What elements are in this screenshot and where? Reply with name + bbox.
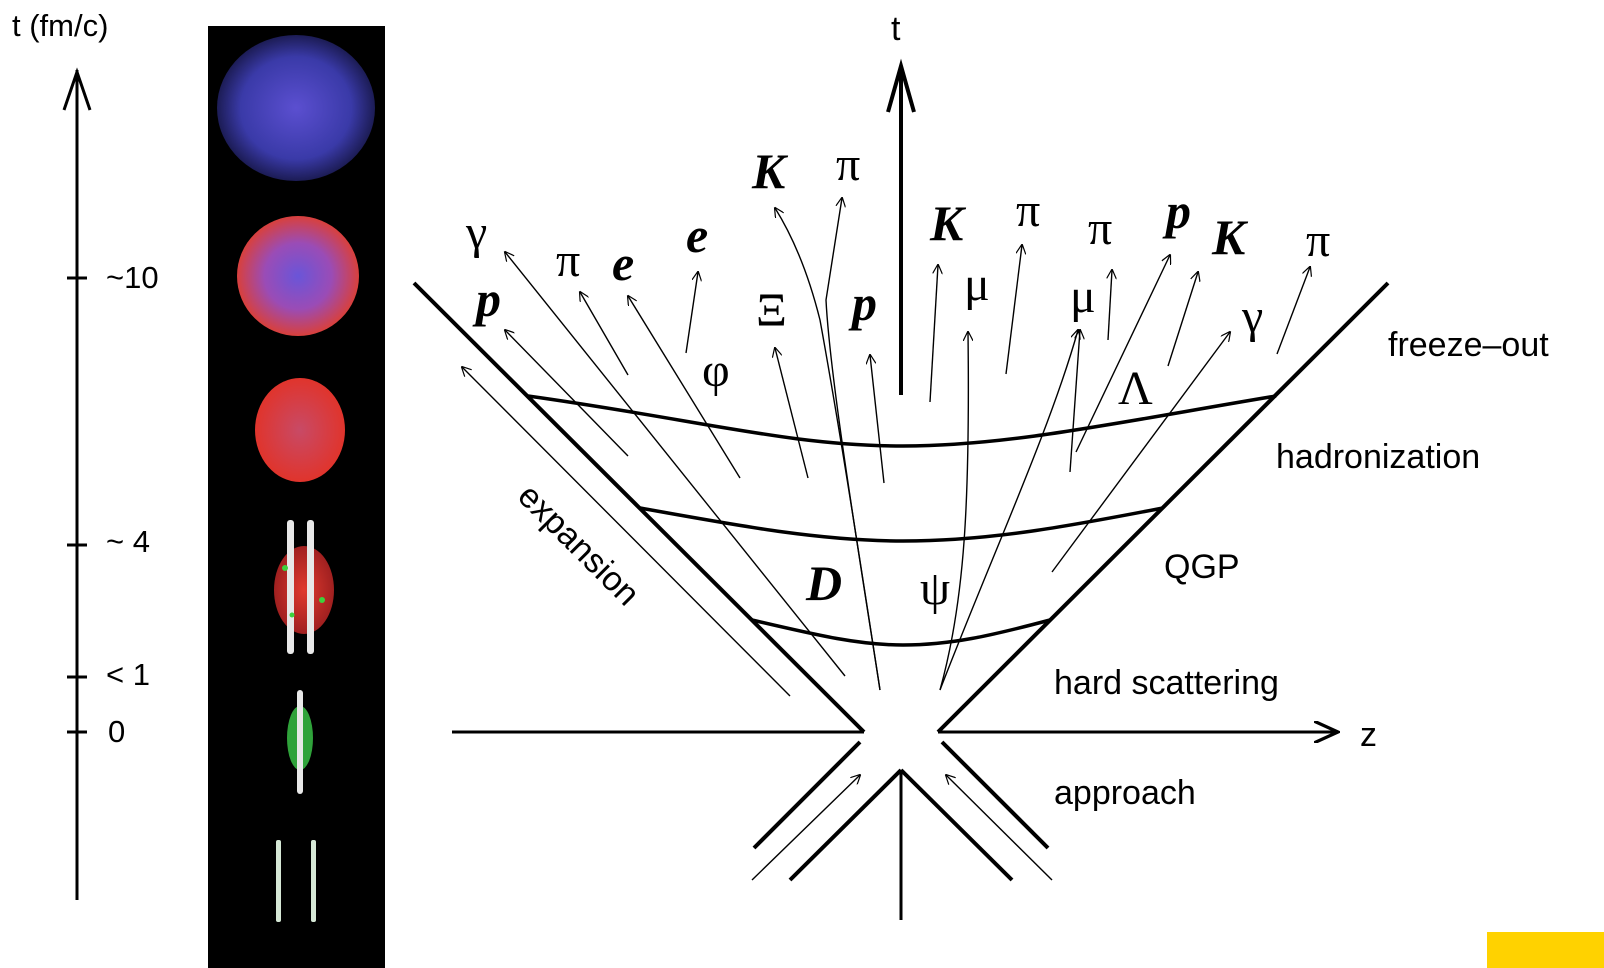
t-axis: t bbox=[888, 10, 914, 920]
time-tick-label-1: < 1 bbox=[106, 657, 150, 692]
particle-phi: φ bbox=[702, 344, 730, 397]
particle-pi-right: π bbox=[1088, 202, 1112, 255]
particle-gamma-right: γ bbox=[1241, 290, 1263, 343]
hard-scattering-label: hard scattering bbox=[1054, 664, 1279, 702]
time-tick-label-0: 0 bbox=[108, 714, 125, 749]
particle-psi: ψ bbox=[920, 562, 950, 615]
stage-labels: freeze–out hadronization QGP hard scatte… bbox=[510, 326, 1549, 812]
snapshot-hadron-gas bbox=[237, 216, 359, 336]
particle-K-center: K bbox=[929, 195, 967, 251]
time-tick-label-4: ~ 4 bbox=[106, 524, 150, 559]
t-axis-label: t bbox=[891, 10, 901, 48]
z-axis: z bbox=[452, 716, 1377, 754]
particle-mu-right: μ bbox=[1070, 270, 1096, 323]
time-axis-title: t (fm/c) bbox=[12, 8, 108, 43]
particle-e-mid: e bbox=[686, 207, 708, 263]
particle-pi-top: π bbox=[836, 138, 860, 191]
particle-p-mid: p bbox=[848, 275, 877, 331]
stage-boundaries bbox=[528, 396, 1276, 645]
snapshot-freeze-out bbox=[217, 35, 375, 181]
particle-xi: Ξ bbox=[756, 284, 787, 337]
qgp-hyperbola bbox=[752, 620, 1050, 645]
collision-snapshot-strip bbox=[208, 26, 385, 968]
particle-lambda: Λ bbox=[1118, 362, 1153, 415]
particle-D: D bbox=[805, 555, 842, 611]
hadronization-label: hadronization bbox=[1276, 438, 1480, 476]
time-axis: t (fm/c) ~10 ~ 4 < 1 0 bbox=[12, 8, 159, 900]
time-tick-label-10: ~10 bbox=[106, 260, 159, 295]
particle-mu-center: μ bbox=[964, 258, 990, 311]
expansion-arrow bbox=[462, 367, 790, 696]
particle-e-left: e bbox=[612, 235, 634, 291]
qgp-label: QGP bbox=[1164, 548, 1240, 586]
corner-marker bbox=[1487, 932, 1604, 968]
particle-p-left: p bbox=[472, 271, 501, 327]
particle-pi-far-right: π bbox=[1306, 214, 1330, 267]
incoming-arrow-right bbox=[946, 775, 1052, 880]
particle-p-right: p bbox=[1162, 183, 1191, 239]
particle-pi-left: π bbox=[556, 234, 580, 287]
hadronization-hyperbola bbox=[640, 508, 1163, 541]
freeze-out-label: freeze–out bbox=[1388, 326, 1549, 364]
z-axis-label: z bbox=[1360, 716, 1377, 754]
particle-gamma-left: γ bbox=[465, 206, 487, 259]
particle-K-right: K bbox=[1211, 209, 1249, 265]
snapshot-expanding-fireball bbox=[255, 378, 345, 482]
particle-pi-center: π bbox=[1016, 184, 1040, 237]
particle-K-top: K bbox=[751, 143, 789, 199]
approach-label: approach bbox=[1054, 774, 1196, 812]
